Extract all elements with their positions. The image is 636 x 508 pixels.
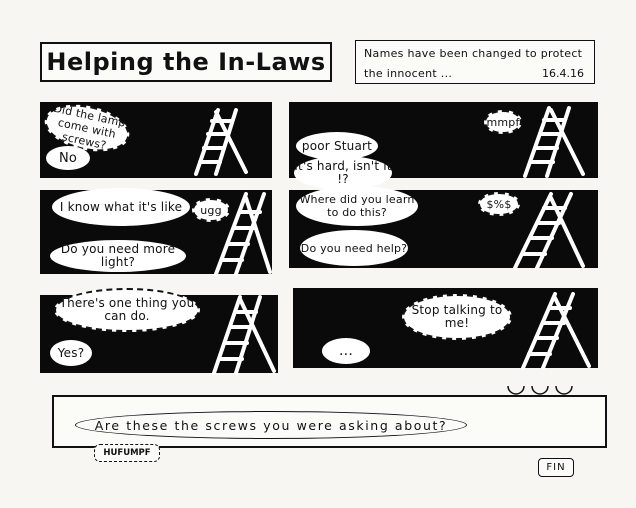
speech-text: Do you need more light?: [60, 242, 176, 269]
speech-text: mmpf: [486, 115, 520, 129]
speech-text: $%$: [486, 197, 512, 211]
speech-text: Where did you learn to do this?: [299, 193, 415, 219]
ladder-illustration: [212, 295, 276, 375]
comic-title: Helping the In-Laws: [46, 48, 326, 76]
speech-text: poor Stuart: [301, 138, 373, 153]
speech-text: ...: [339, 342, 353, 359]
ladder-illustration: [513, 192, 585, 270]
ladder-illustration: [194, 108, 248, 176]
grumble-text: HUFUMPF: [103, 448, 151, 458]
speech-text: No: [58, 150, 78, 166]
speech-bubble-i-know: I know what it's like: [52, 188, 190, 226]
comic-date: 16.4.16: [542, 67, 584, 80]
speech-bubble-mmpf: mmpf: [484, 110, 522, 134]
speech-bubble-one-thing: There's one thing you can do.: [54, 288, 200, 332]
speech-bubble-swearing: $%$: [478, 192, 520, 216]
speech-bubble-need-help: Do you need help?: [300, 230, 408, 266]
speech-text: Do you need help?: [300, 241, 408, 255]
speech-bubble-where-learn: Where did you learn to do this?: [296, 186, 418, 226]
author-note: Names have been changed to protect the i…: [364, 47, 583, 80]
speech-bubble-screws-question: Are these the screws you were asking abo…: [75, 411, 467, 439]
author-note-box: Names have been changed to protect the i…: [355, 40, 595, 84]
fin-label: FIN: [538, 458, 574, 477]
fin-text: FIN: [546, 462, 566, 473]
speech-text: I know what it's like: [59, 199, 183, 214]
ladder-illustration: [214, 192, 272, 276]
grumble-bubble: HUFUMPF: [94, 444, 160, 462]
speech-bubble-its-hard: It's hard, isn't it !?: [294, 156, 392, 190]
ladder-illustration: [521, 292, 591, 370]
speech-bubble-poor-stuart: poor Stuart: [296, 132, 378, 160]
speech-bubble-ugg: ugg: [192, 198, 230, 222]
speech-bubble-ellipsis: ...: [322, 338, 370, 364]
speech-bubble-yes: Yes?: [50, 340, 92, 366]
speech-bubble-no: No: [46, 146, 90, 170]
speech-text: ugg: [200, 203, 222, 217]
comic-title-box: Helping the In-Laws: [40, 42, 332, 82]
speech-text: There's one thing you can do.: [59, 296, 195, 323]
speech-bubble-stop-talking: Stop talking to me!: [402, 294, 512, 340]
speech-text: Are these the screws you were asking abo…: [94, 417, 448, 433]
speech-text: Yes?: [57, 345, 85, 360]
speech-text: Stop talking to me!: [411, 303, 503, 330]
ladder-illustration: [523, 106, 585, 178]
speech-text: It's hard, isn't it !?: [294, 159, 392, 186]
speech-bubble-more-light: Do you need more light?: [50, 240, 186, 272]
